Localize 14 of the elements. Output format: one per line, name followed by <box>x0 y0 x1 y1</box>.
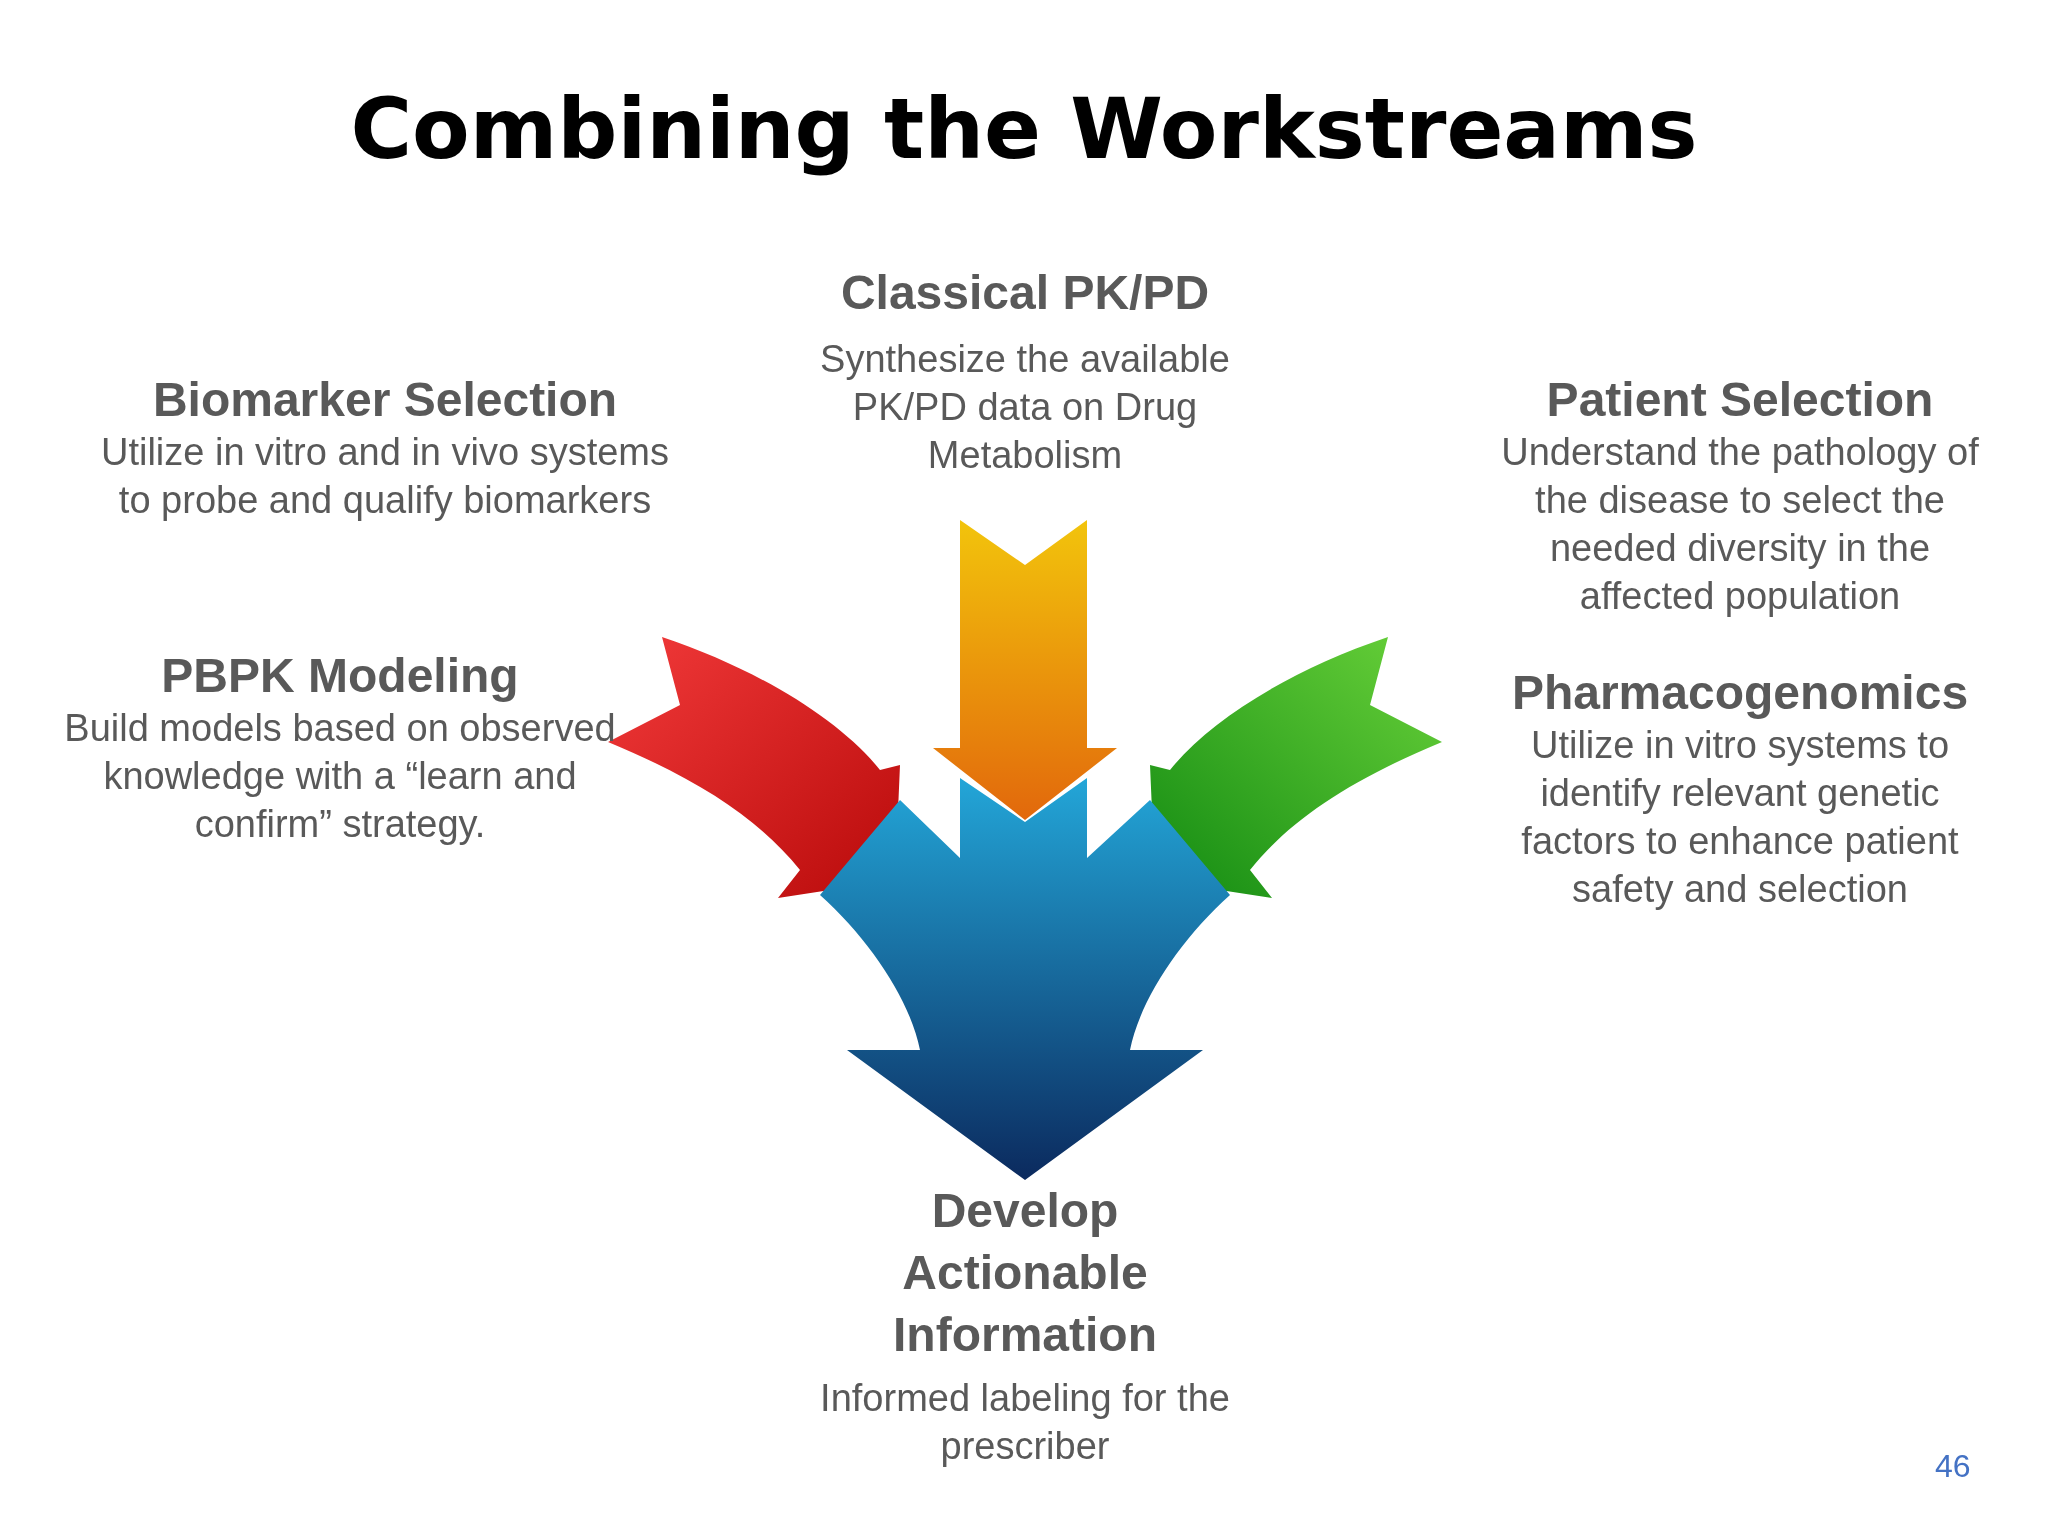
section-heading: Pharmacogenomics <box>1510 665 1970 721</box>
title: Combining the Workstreams <box>349 80 1699 178</box>
page-number: 46 <box>1935 1448 1971 1485</box>
section-heading: Classical PK/PD <box>839 265 1211 321</box>
section-heading: PBPK Modeling <box>160 648 520 704</box>
description-text: Understand the pathology of the disease to select the needed diversity in the affected population <box>1500 430 1980 619</box>
section-heading: Patient Selection <box>1545 372 1935 428</box>
section-heading: Develop Actionable Information <box>892 1183 1158 1363</box>
description-text: Utilize in vitro and in vivo systems to probe and qualify biomarkers <box>99 430 671 523</box>
description-text: Utilize in vitro systems to identify relevant genetic factors to enhance patient safety and selection <box>1520 723 1960 912</box>
description-text: Build models based on observed knowledge with a “learn and confirm” strategy. <box>63 706 617 847</box>
description-text: Informed labeling for the prescriber <box>819 1376 1231 1469</box>
description-text: Synthesize the available PK/PD data on Drug Metabolism <box>819 337 1231 478</box>
section-heading: Biomarker Selection <box>151 372 619 428</box>
